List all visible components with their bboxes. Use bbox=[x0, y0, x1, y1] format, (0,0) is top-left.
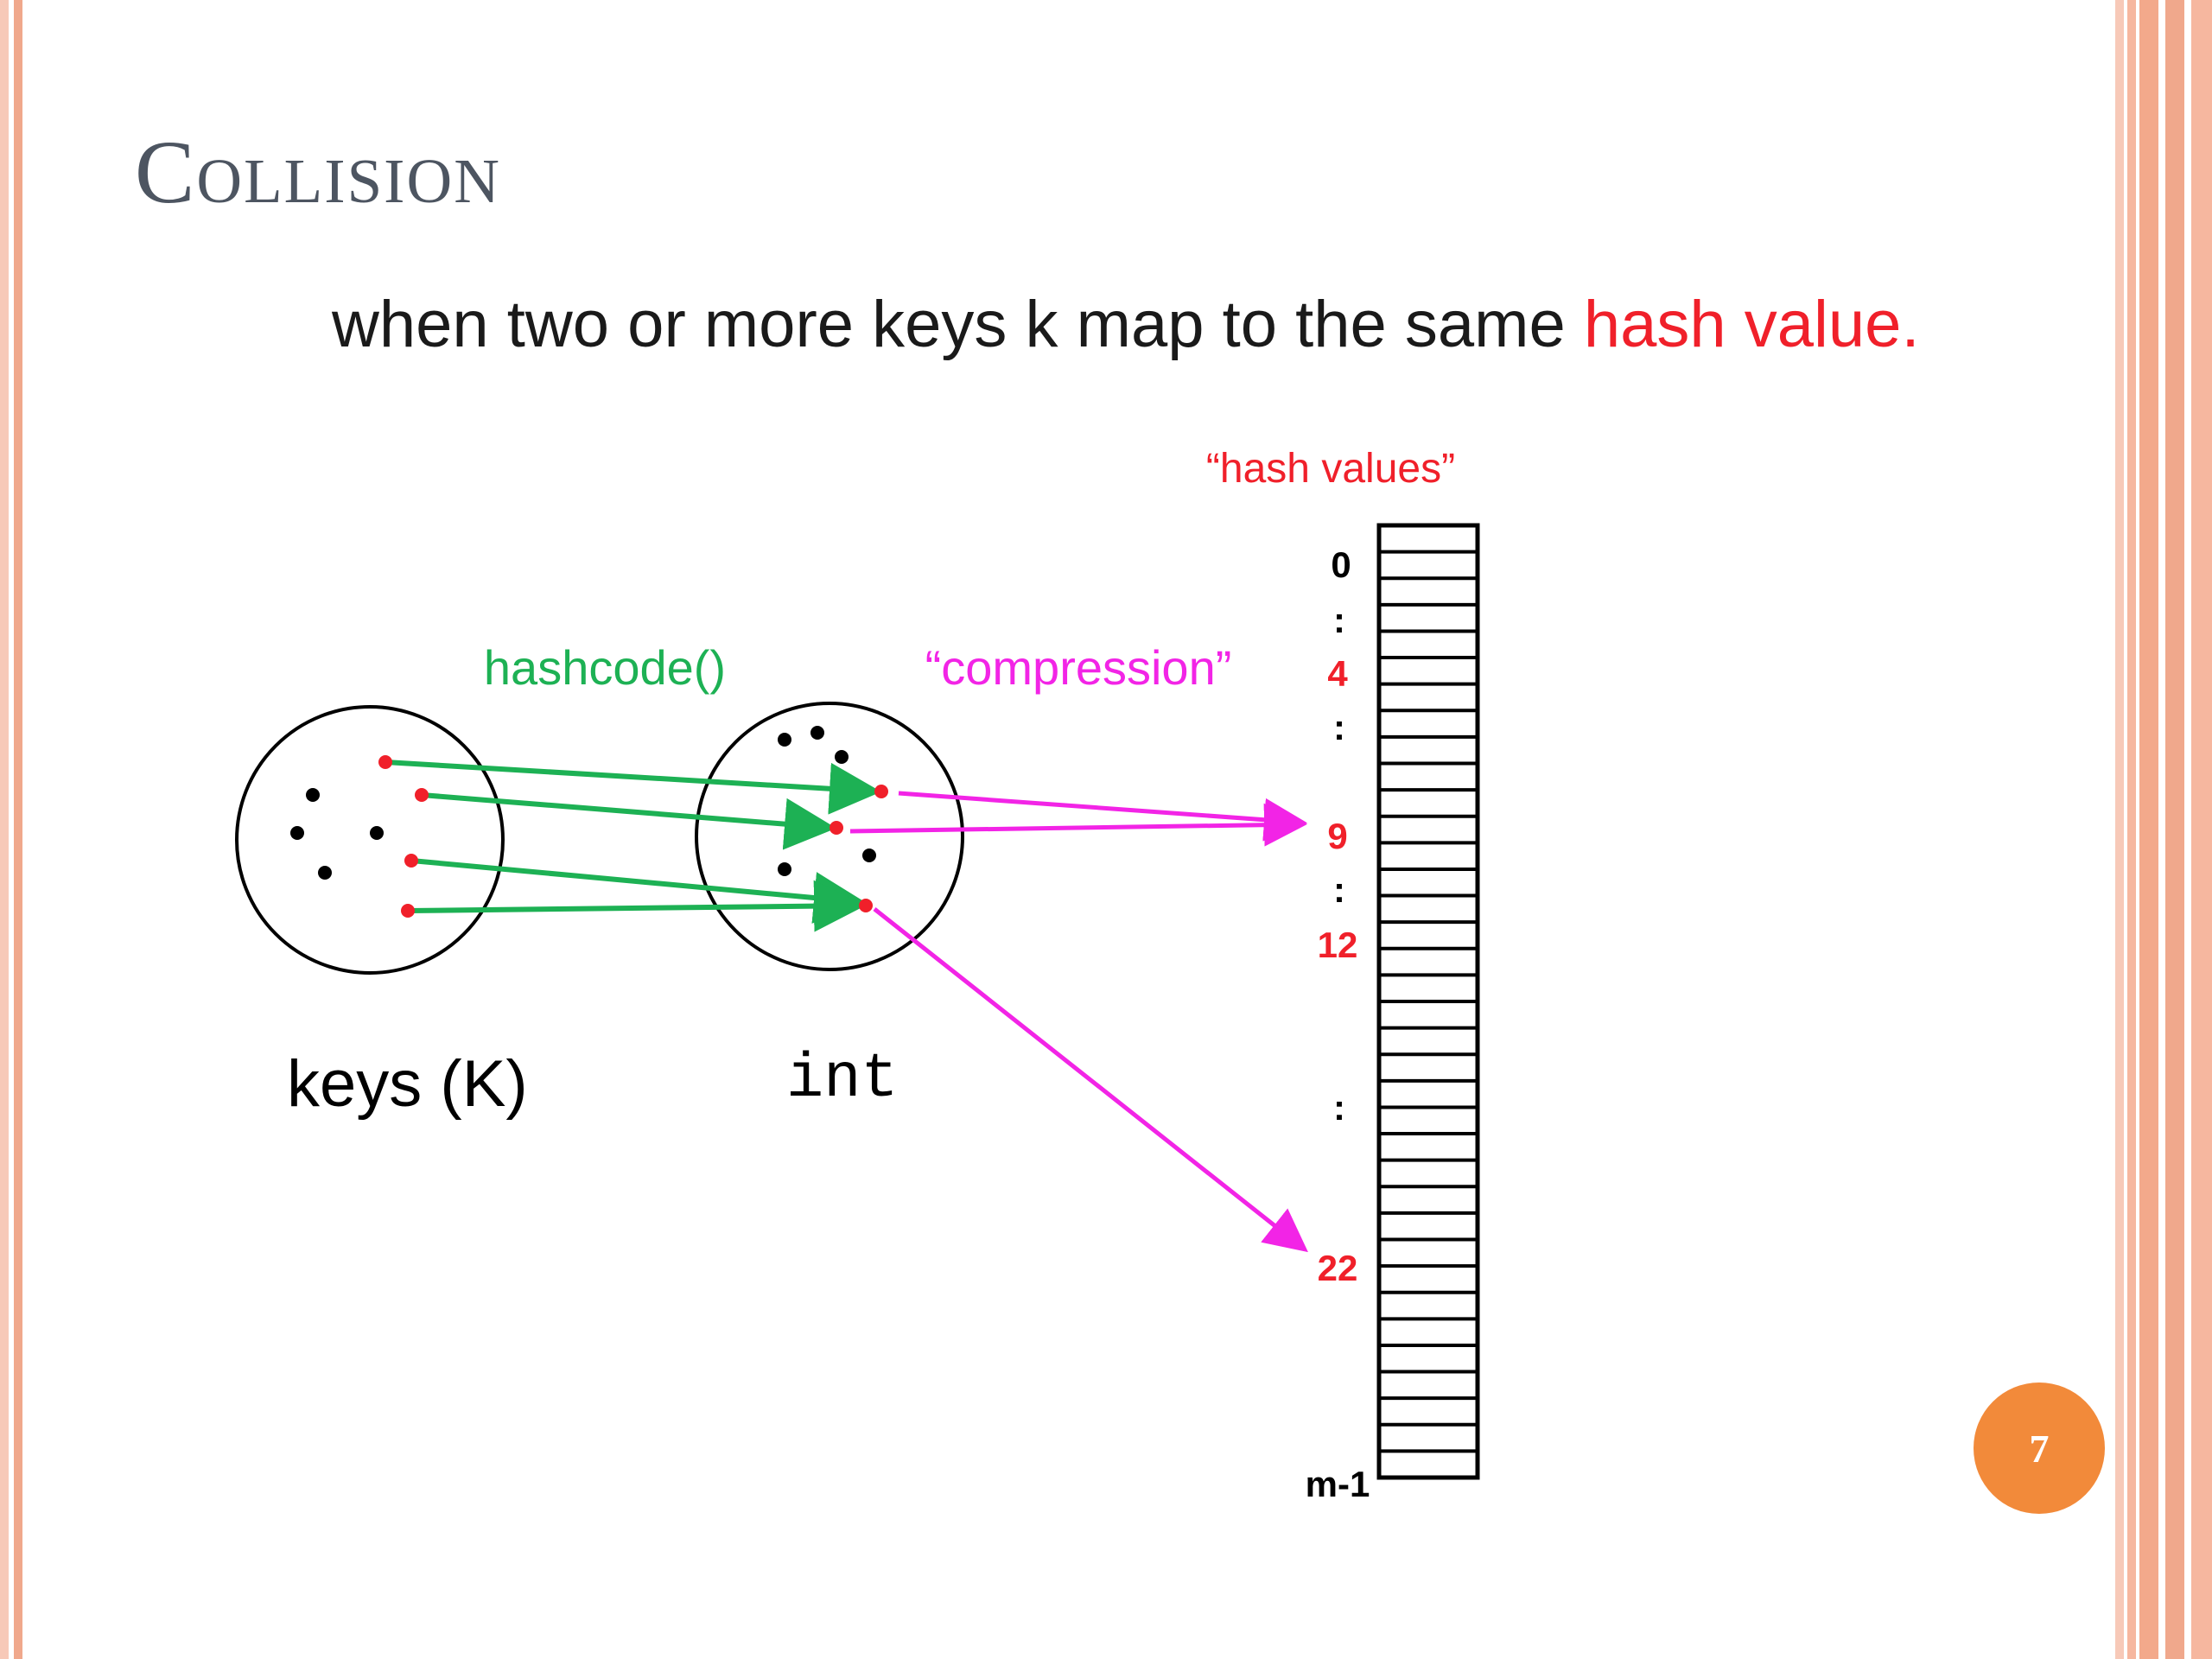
index-dots-1: : bbox=[1333, 600, 1345, 640]
hash-table bbox=[1376, 523, 1480, 1480]
right-border-stripe-4 bbox=[2165, 0, 2184, 1659]
keys-set-circle bbox=[235, 705, 505, 975]
right-border-stripe-5 bbox=[2191, 0, 2212, 1659]
int-label: int bbox=[786, 1044, 899, 1115]
int-set-circle bbox=[695, 702, 964, 971]
int-dot bbox=[862, 849, 876, 862]
hash-values-label: “hash values” bbox=[1206, 446, 1455, 492]
index-0-label: 0 bbox=[1331, 544, 1351, 585]
right-border-stripe-1 bbox=[2115, 0, 2124, 1659]
index-22-label: 22 bbox=[1318, 1248, 1358, 1288]
table-index-labels: 0 : 4 : 9 : 12 : 22 m-1 bbox=[1306, 544, 1370, 1504]
subtitle-text: when two or more keys k map to the same bbox=[332, 288, 1584, 361]
left-border-stripe bbox=[0, 0, 9, 1659]
int-dot bbox=[810, 726, 824, 740]
index-9-label: 9 bbox=[1327, 816, 1347, 856]
subtitle-highlight: hash value bbox=[1583, 288, 1902, 361]
int-dot bbox=[835, 750, 849, 764]
index-dots-4: : bbox=[1333, 1087, 1345, 1128]
int-dot bbox=[778, 862, 791, 876]
compression-arrow-2 bbox=[849, 803, 1307, 847]
slide-subtitle: when two or more keys k map to the same … bbox=[332, 287, 1920, 362]
key-dot bbox=[370, 826, 384, 840]
key-red-dot bbox=[404, 854, 418, 868]
left-border-stripe-inner bbox=[14, 0, 22, 1659]
int-red-dot bbox=[830, 821, 843, 835]
hashcode-label: hashcode() bbox=[484, 640, 726, 695]
key-dot bbox=[290, 826, 304, 840]
right-border-stripe-2 bbox=[2127, 0, 2136, 1659]
key-red-dot bbox=[401, 904, 415, 918]
int-red-dot bbox=[859, 899, 873, 912]
int-red-dot bbox=[874, 785, 888, 798]
compression-label: “compression” bbox=[925, 640, 1232, 695]
key-red-dot bbox=[415, 788, 429, 802]
compression-arrow-1 bbox=[898, 791, 1307, 842]
page-number-badge: 7 bbox=[1974, 1382, 2105, 1514]
index-12-label: 12 bbox=[1318, 925, 1358, 965]
slide-title: Collision bbox=[135, 123, 501, 222]
index-4-label: 4 bbox=[1327, 653, 1348, 694]
int-dot bbox=[778, 733, 791, 747]
hashcode-arrow-2 bbox=[421, 792, 836, 850]
hashcode-arrow-3 bbox=[410, 858, 866, 924]
keys-label: keys (K) bbox=[287, 1047, 528, 1121]
key-dot bbox=[318, 866, 332, 880]
subtitle-suffix: . bbox=[1901, 288, 1920, 361]
key-red-dot bbox=[378, 755, 392, 769]
index-dots-2: : bbox=[1333, 707, 1345, 747]
hashcode-arrow-1 bbox=[385, 760, 881, 815]
index-m-1-label: m-1 bbox=[1306, 1464, 1370, 1504]
compression-arrow-3 bbox=[873, 907, 1308, 1253]
right-border-stripe-3 bbox=[2139, 0, 2158, 1659]
hashcode-arrow-4 bbox=[407, 880, 866, 932]
index-dots-3: : bbox=[1333, 869, 1345, 910]
key-dot bbox=[306, 788, 320, 802]
